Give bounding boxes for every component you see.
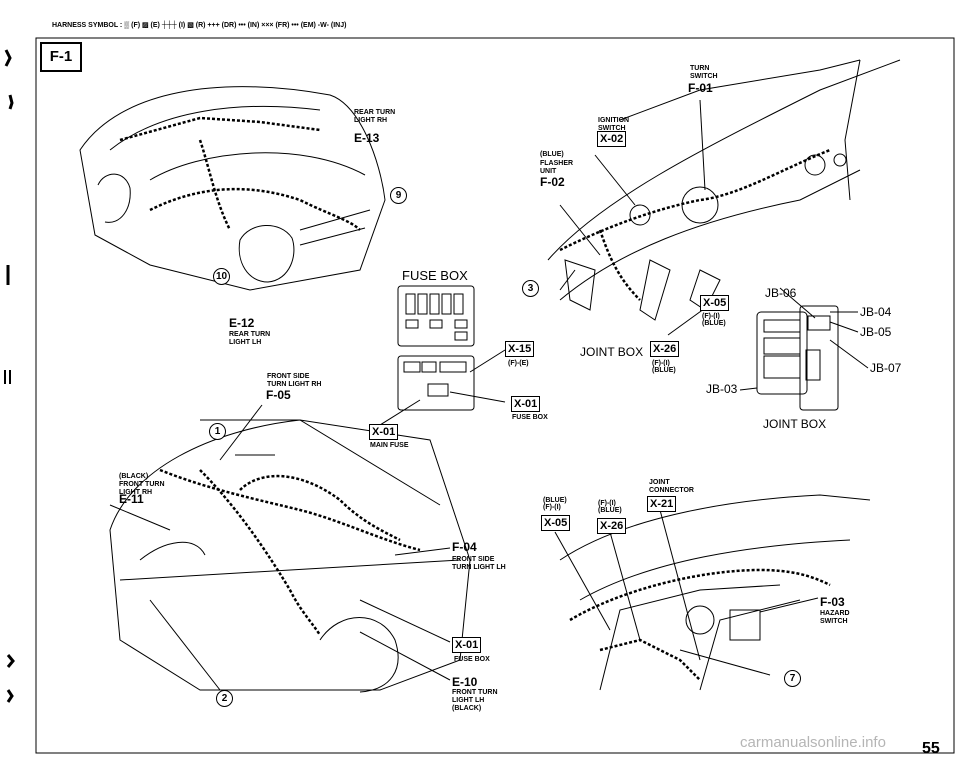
page-number: 55 xyxy=(922,740,940,757)
f03-name: HAZARD SWITCH xyxy=(820,610,850,625)
jb03-label: JB-03 xyxy=(706,382,738,396)
front-turn-rh-code: E-11 xyxy=(119,492,144,506)
ignition-switch-name: IGNITION SWITCH xyxy=(598,117,630,132)
x01-fuse-box-code: X-01 xyxy=(511,396,541,412)
rear-turn-rh-code: E-13 xyxy=(354,131,380,145)
x21-code: X-21 xyxy=(647,496,677,512)
jb04-label: JB-04 xyxy=(860,305,892,319)
front-side-rh-code: F-05 xyxy=(266,388,291,402)
joint-box-mid-label: JOINT BOX xyxy=(580,345,644,359)
x21-name: JOINT CONNECTOR xyxy=(649,479,694,494)
x05-note2: (BLUE) xyxy=(702,320,726,327)
f04-name: FRONT SIDE TURN LIGHT LH xyxy=(452,556,506,571)
x01-bottom-code: X-01 xyxy=(452,637,482,653)
x01-fuse-box-name: FUSE BOX xyxy=(512,414,548,421)
x05-bottom-note1: (BLUE) xyxy=(543,497,567,504)
x01-bottom-name: FUSE BOX xyxy=(454,656,490,663)
x05-note1: (F)-(I) xyxy=(702,313,720,320)
front-side-rh-name: FRONT SIDE TURN LIGHT RH xyxy=(267,373,322,388)
front-turn-rh-name: FRONT TURN LIGHT RH xyxy=(119,481,165,496)
x01-main-fuse-code: X-01 xyxy=(369,424,399,440)
e10-note: (BLACK) xyxy=(452,705,482,712)
x05-bottom-note2: (F)-(I) xyxy=(543,504,561,511)
e10-name: FRONT TURN LIGHT LH xyxy=(452,689,498,704)
x26-note1: (F)-(I) xyxy=(652,360,670,367)
flasher-unit-name: FLASHER UNIT xyxy=(540,160,574,175)
callout-1: 1 xyxy=(209,423,226,440)
callout-10: 10 xyxy=(213,268,230,285)
f03-code: F-03 xyxy=(820,595,845,609)
x26-bottom-code: X-26 xyxy=(597,518,627,534)
rear-turn-lh-name: REAR TURN LIGHT LH xyxy=(229,331,271,346)
x01-main-fuse-name: MAIN FUSE xyxy=(370,442,409,449)
flasher-unit-code: F-02 xyxy=(540,175,565,189)
callout-2: 2 xyxy=(216,690,233,707)
x15-note: (F)-(E) xyxy=(508,360,529,367)
x26-code: X-26 xyxy=(650,341,680,357)
callout-7: 7 xyxy=(784,670,801,687)
rear-turn-lh-code: E-12 xyxy=(229,316,255,330)
joint-box-right-label: JOINT BOX xyxy=(763,417,827,431)
x26-bottom-note1: (F)-(I) xyxy=(598,500,616,507)
jb05-label: JB-05 xyxy=(860,325,892,339)
jb06-label: JB-06 xyxy=(765,286,797,300)
f04-code: F-04 xyxy=(452,540,477,554)
rear-turn-rh-name: REAR TURN LIGHT RH xyxy=(354,109,396,124)
x05-code: X-05 xyxy=(700,295,730,311)
callout-3: 3 xyxy=(522,280,539,297)
turn-switch-code: F-01 xyxy=(688,81,713,95)
jb07-label: JB-07 xyxy=(870,361,902,375)
turn-switch-name: TURN SWITCH xyxy=(690,65,718,80)
front-turn-rh-note: (BLACK) xyxy=(119,473,149,480)
ignition-switch-code: X-02 xyxy=(597,131,627,147)
watermark: carmanualsonline.info xyxy=(740,734,886,751)
x05-bottom-code: X-05 xyxy=(541,515,571,531)
fuse-box-title: FUSE BOX xyxy=(402,268,468,283)
flasher-unit-note: (BLUE) xyxy=(540,151,564,158)
harness-symbol-legend: HARNESS SYMBOL : ▒ (F) ▨ (E) ┼┼┼ (I) ▧ (… xyxy=(52,22,347,29)
x26-note2: (BLUE) xyxy=(652,367,676,374)
x15-code: X-15 xyxy=(505,341,535,357)
section-badge: F-1 xyxy=(40,42,82,72)
callout-9: 9 xyxy=(390,187,407,204)
e10-code: E-10 xyxy=(452,675,478,689)
x26-bottom-note2: (BLUE) xyxy=(598,507,622,514)
